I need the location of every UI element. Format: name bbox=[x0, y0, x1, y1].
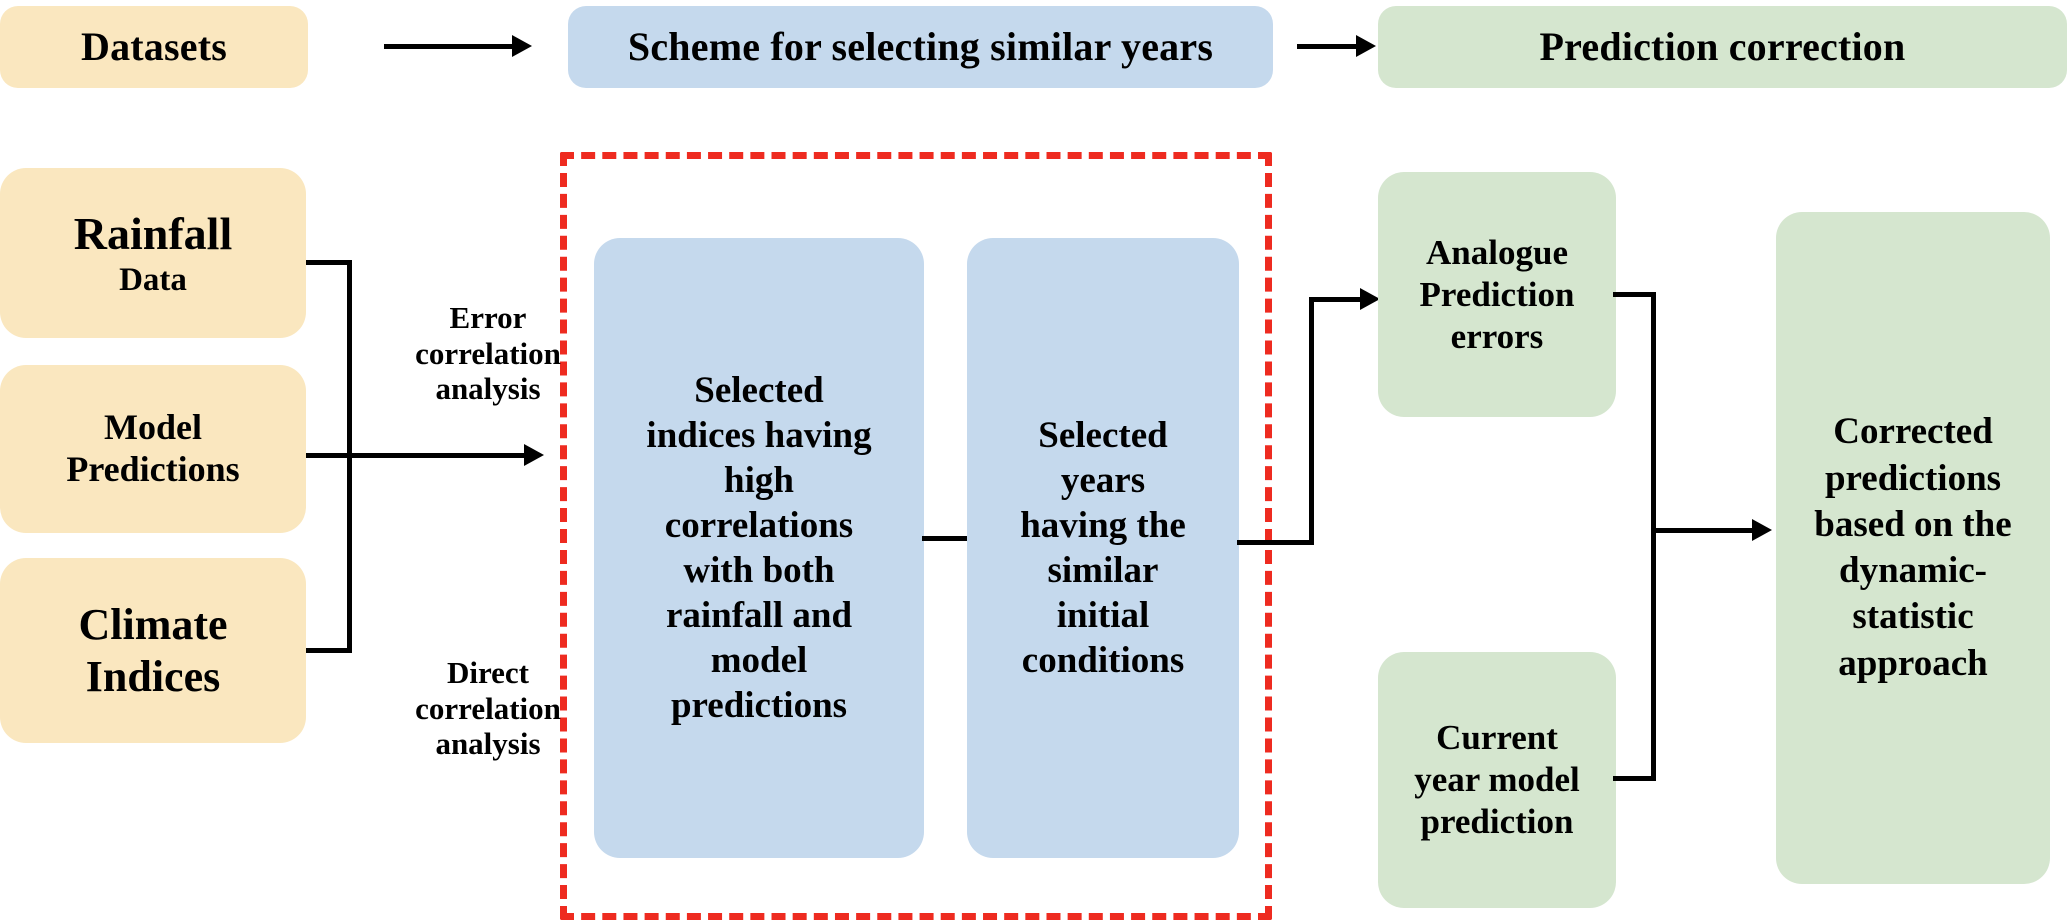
years-to-analogue-segment-v bbox=[1309, 297, 1314, 545]
bracket-right-spine bbox=[1651, 292, 1656, 781]
selected-indices-line3: high bbox=[724, 459, 794, 501]
selected-indices-line4: correlations bbox=[664, 504, 854, 546]
input-merge-arrow-line bbox=[306, 453, 528, 458]
header-box-datasets: Datasets bbox=[0, 6, 308, 88]
rainfall-subtitle: Data bbox=[119, 261, 187, 298]
current-year-line2: year model bbox=[1414, 760, 1580, 799]
selected-indices-line5: with both bbox=[683, 550, 835, 591]
direct-correlation-line1: Direct bbox=[446, 655, 530, 690]
corrected-predictions-line5: statistic bbox=[1852, 596, 1974, 638]
model-predictions-line1: Model bbox=[104, 407, 202, 448]
header-prediction-correction-label: Prediction correction bbox=[1539, 23, 1906, 69]
header-arrow-2-line bbox=[1297, 44, 1359, 49]
corrected-predictions-line1: Corrected bbox=[1833, 411, 1993, 453]
bracket-right-stub-bottom bbox=[1613, 776, 1656, 781]
direct-correlation-line3: analysis bbox=[435, 726, 541, 762]
header-arrow-1-line bbox=[384, 44, 514, 49]
selection-box-selected-indices: Selected indices having high correlation… bbox=[594, 238, 924, 858]
selection-box-selected-years: Selected years having the similar initia… bbox=[967, 238, 1239, 858]
correction-merge-arrow-head bbox=[1752, 519, 1772, 541]
selected-years-line5: initial bbox=[1056, 595, 1150, 637]
selected-indices-line2: indices having bbox=[646, 414, 872, 456]
correction-merge-arrow-line bbox=[1656, 528, 1756, 533]
header-arrow-1-head bbox=[512, 35, 532, 57]
selected-years-line1: Selected bbox=[1038, 414, 1168, 456]
current-year-line3: prediction bbox=[1420, 802, 1574, 841]
corrected-predictions-line3: based on the bbox=[1814, 503, 2012, 545]
bracket-left-stub-bottom bbox=[306, 648, 352, 653]
selection-arrow-line bbox=[922, 536, 977, 541]
header-box-prediction-correction: Prediction correction bbox=[1378, 6, 2067, 88]
output-box-corrected-predictions: Corrected predictions based on the dynam… bbox=[1776, 212, 2050, 884]
rainfall-title: Rainfall bbox=[73, 208, 233, 260]
climate-indices-line1: Climate bbox=[78, 600, 228, 650]
corrected-predictions-line2: predictions bbox=[1824, 457, 2002, 499]
corrected-predictions-line6: approach bbox=[1838, 642, 1988, 684]
input-merge-arrow-head bbox=[524, 444, 544, 466]
header-scheme-label: Scheme for selecting similar years bbox=[627, 23, 1214, 69]
bracket-right-stub-top bbox=[1613, 292, 1656, 297]
selected-years-line2: years bbox=[1060, 459, 1146, 501]
input-box-model-predictions: Model Predictions bbox=[0, 365, 306, 533]
years-to-analogue-segment-h1 bbox=[1237, 540, 1314, 545]
error-correlation-line2: correlation bbox=[415, 335, 561, 371]
selected-indices-line8: predictions bbox=[670, 685, 848, 727]
analogue-errors-line1: Analogue bbox=[1426, 232, 1568, 272]
corrected-predictions-line4: dynamic- bbox=[1839, 550, 1987, 591]
selected-years-line4: similar bbox=[1047, 550, 1159, 591]
bracket-left-stub-top bbox=[306, 260, 352, 265]
direct-correlation-line2: correlation bbox=[415, 690, 561, 726]
selected-indices-line1: Selected bbox=[694, 369, 824, 411]
selected-years-line3: having the bbox=[1020, 504, 1186, 546]
similar-year-selection-highlight-region bbox=[560, 152, 1272, 920]
error-correlation-line3: analysis bbox=[435, 371, 541, 407]
input-box-rainfall-data: Rainfall Data bbox=[0, 168, 306, 338]
edge-label-error-correlation: Error correlation analysis bbox=[376, 300, 600, 407]
selected-years-line6: conditions bbox=[1021, 640, 1185, 682]
output-box-current-year-model-prediction: Current year model prediction bbox=[1378, 652, 1616, 908]
years-to-analogue-segment-h2 bbox=[1309, 297, 1364, 302]
selected-indices-line7: model bbox=[710, 640, 808, 682]
selected-indices-line6: rainfall and bbox=[665, 595, 853, 637]
header-datasets-label: Datasets bbox=[80, 23, 227, 69]
climate-indices-line2: Indices bbox=[85, 651, 221, 701]
model-predictions-line2: Predictions bbox=[66, 449, 240, 489]
error-correlation-line1: Error bbox=[449, 300, 527, 335]
years-to-analogue-arrow-head bbox=[1360, 288, 1380, 310]
header-box-scheme: Scheme for selecting similar years bbox=[568, 6, 1273, 88]
edge-label-direct-correlation: Direct correlation analysis bbox=[376, 655, 600, 762]
header-arrow-2-head bbox=[1356, 35, 1376, 57]
output-box-analogue-prediction-errors: Analogue Prediction errors bbox=[1378, 172, 1616, 417]
input-box-climate-indices: Climate Indices bbox=[0, 558, 306, 743]
analogue-errors-line2: Prediction bbox=[1419, 274, 1575, 314]
analogue-errors-line3: errors bbox=[1450, 316, 1544, 356]
current-year-line1: Current bbox=[1436, 718, 1558, 757]
